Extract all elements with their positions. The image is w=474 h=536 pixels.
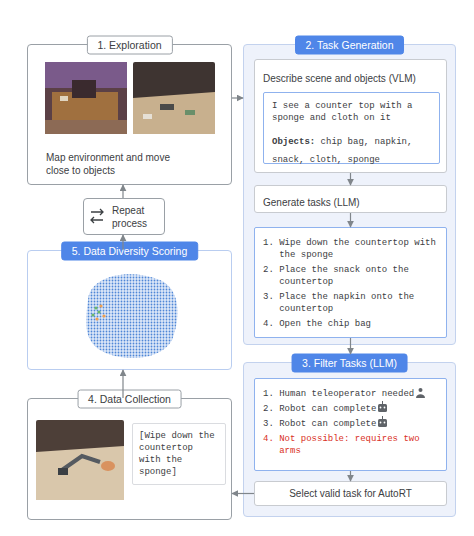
task-item: 3. Robot can complete (263, 418, 438, 430)
output-text: Objects: (272, 137, 315, 147)
process-box: Select valid task for AutoRT (254, 481, 447, 506)
task-list-box: 1. Human teleoperator needed 2. Robot can… (254, 378, 447, 471)
task-item: 4. Not possible: requires two arms (263, 433, 438, 457)
output-text: I see a counter top with a sponge and cl… (272, 100, 431, 124)
stage-heading: 2. Task Generation (295, 36, 405, 55)
task-caption: [Wipe down the countertop with the spong… (132, 423, 226, 485)
stage-heading: 4. Data Collection (77, 390, 182, 409)
stage-heading: 5. Data Diversity Scoring (61, 242, 199, 261)
output-box: I see a counter top with a sponge and cl… (263, 92, 440, 164)
task-item: 1. Human teleoperator needed (263, 388, 438, 400)
task-list-box: 1. Wipe down the countertop with the spo… (254, 227, 447, 338)
task-item: 1. Wipe down the countertop with the spo… (263, 237, 438, 261)
process-box: Describe scene and objects (VLM) I see a … (254, 59, 447, 173)
box-text: Map environment and move close to object… (46, 151, 196, 177)
process-box: Generate tasks (LLM) (254, 185, 447, 213)
stage-heading: 3. Filter Tasks (LLM) (291, 354, 408, 373)
box-text: Generate tasks (LLM) (263, 197, 360, 208)
task-item: 2. Robot can complete (263, 403, 438, 415)
task-item: 2. Place the snack onto the countertop (263, 264, 438, 288)
stage-box: 5. Data Diversity Scoring (27, 250, 232, 370)
stage-box: 2. Task GenerationDescribe scene and obj… (243, 44, 456, 345)
box-text: Describe scene and objects (VLM) (263, 73, 416, 84)
task-item: 3. Place the napkin onto the countertop (263, 291, 438, 315)
flow-arrow (232, 97, 243, 98)
loop-box: Repeat process (83, 198, 165, 235)
stage-heading: 1. Exploration (86, 36, 172, 55)
stage-box: 4. Data Collection[Wipe down the counter… (27, 398, 232, 520)
stage-box: 3. Filter Tasks (LLM)1. Human teleoperat… (243, 362, 456, 517)
flow-arrow (122, 185, 123, 198)
box-text: Select valid task for AutoRT (263, 487, 438, 500)
stage-box: 1. ExplorationMap environment and move c… (27, 44, 232, 185)
box-text: Repeat process (112, 204, 160, 230)
task-item: 4. Open the chip bag (263, 318, 438, 330)
